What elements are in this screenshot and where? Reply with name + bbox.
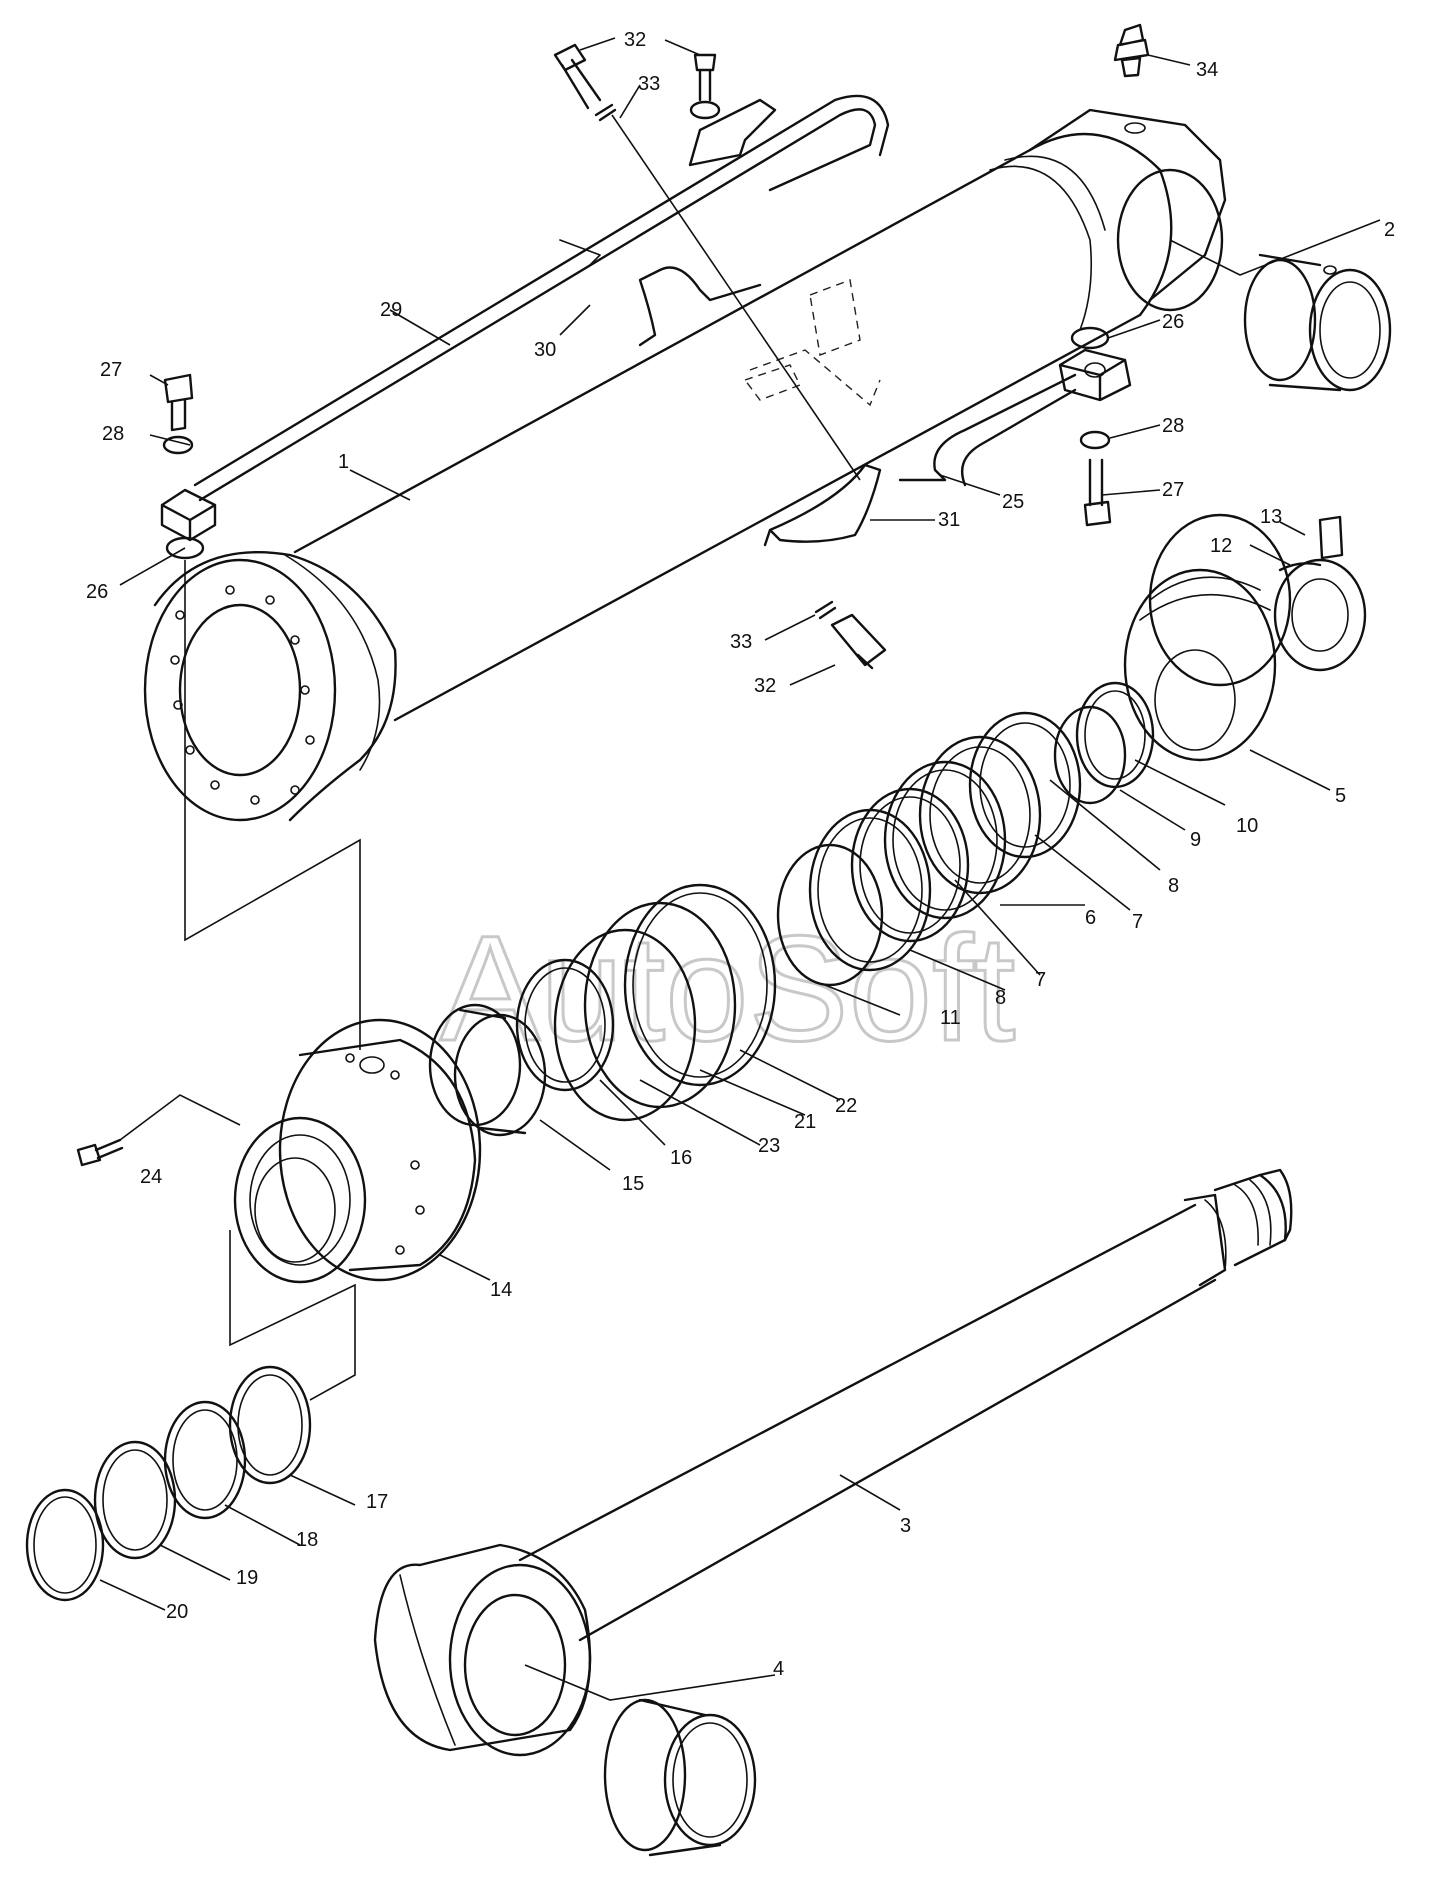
callout-9: 9 <box>1190 829 1201 851</box>
ring-17 <box>228 1365 312 1485</box>
upper-clamp <box>638 266 762 347</box>
seal-7-lower <box>850 787 970 943</box>
callout-19: 19 <box>236 1567 258 1589</box>
cap-screw-27-right <box>1083 458 1112 527</box>
ring-19 <box>93 1440 177 1560</box>
callout-24: 24 <box>140 1166 162 1188</box>
callout-11: 11 <box>940 1007 961 1029</box>
ring-23 <box>553 928 697 1122</box>
lower-pipe <box>743 279 1132 487</box>
callout-7-upper: 7 <box>1132 911 1143 933</box>
callout-8-lower: 8 <box>995 987 1006 1009</box>
o-ring-26-right <box>1070 326 1110 350</box>
assembly-connector-lines <box>119 560 361 1401</box>
seal-6 <box>883 760 1007 920</box>
callout-32-upper: 32 <box>624 29 646 51</box>
flange-bolt-holes <box>170 585 315 805</box>
callout-28-right: 28 <box>1162 415 1184 437</box>
seal-7-upper <box>918 735 1042 895</box>
ring-22 <box>623 883 777 1087</box>
washer-33-upper <box>689 100 721 120</box>
washer-28-right <box>1079 430 1111 450</box>
callout-13: 13 <box>1260 506 1282 528</box>
callout-27-right: 27 <box>1162 479 1184 501</box>
lower-clamp <box>763 463 882 547</box>
callout-30: 30 <box>534 339 556 361</box>
callout-33-lower: 33 <box>730 631 752 653</box>
cylinder-tube <box>143 108 1227 822</box>
seal-8-lower <box>808 808 932 972</box>
callout-25: 25 <box>1002 491 1024 513</box>
nut-12 <box>1273 558 1367 672</box>
callout-33-upper: 33 <box>638 73 660 95</box>
callout-16: 16 <box>670 1147 692 1169</box>
callout-5: 5 <box>1335 785 1346 807</box>
bushing-2 <box>1243 253 1392 392</box>
cap-screw-27-left <box>163 373 194 432</box>
callout-3: 3 <box>900 1515 911 1537</box>
callout-14: 14 <box>490 1279 512 1301</box>
washer-28-left <box>162 435 194 455</box>
callout-26-right: 26 <box>1162 311 1184 333</box>
callout-2: 2 <box>1384 219 1395 241</box>
callout-22: 22 <box>835 1095 857 1117</box>
callout-17: 17 <box>366 1491 388 1513</box>
callout-34: 34 <box>1196 59 1218 81</box>
o-ring-26-left <box>165 536 205 560</box>
callout-6: 6 <box>1085 907 1096 929</box>
set-screw-13 <box>1318 515 1344 560</box>
ring-18 <box>163 1400 247 1520</box>
piston-5 <box>1123 513 1292 762</box>
callout-4: 4 <box>773 1658 784 1680</box>
ring-10 <box>1075 681 1155 789</box>
callout-7-lower: 7 <box>1035 969 1046 991</box>
callout-labels: 1 2 3 4 5 6 7 7 8 8 9 10 11 12 13 14 15 … <box>86 29 1395 1680</box>
piston-rod-3 <box>518 1168 1293 1642</box>
callout-8-upper: 8 <box>1168 875 1179 897</box>
pipe-block-left <box>160 488 217 542</box>
bushing-4 <box>603 1698 757 1857</box>
callout-23: 23 <box>758 1135 780 1157</box>
callout-12: 12 <box>1210 535 1232 557</box>
callout-20: 20 <box>166 1601 188 1623</box>
callout-15: 15 <box>622 1173 644 1195</box>
callout-32-lower: 32 <box>754 675 776 697</box>
cap-screw-24 <box>76 1138 124 1167</box>
callout-10: 10 <box>1236 815 1258 837</box>
callout-1: 1 <box>338 451 349 473</box>
leader-lines <box>99 37 1381 1701</box>
pin-33-upper <box>594 103 617 122</box>
gland-14 <box>233 1018 482 1284</box>
callout-26-left: 26 <box>86 581 108 603</box>
upper-pipe <box>193 94 890 502</box>
callout-31: 31 <box>938 509 960 531</box>
pin-33-lower <box>814 600 837 620</box>
callout-21: 21 <box>794 1111 816 1133</box>
callout-18: 18 <box>296 1529 318 1551</box>
callout-27-left: 27 <box>100 359 122 381</box>
bolt-32-lower <box>830 613 887 670</box>
bolt-32-upper-left <box>553 43 602 110</box>
ring-11 <box>776 843 884 987</box>
ring-9 <box>1053 705 1127 805</box>
ring-20 <box>25 1488 105 1602</box>
callout-28-left: 28 <box>102 423 124 445</box>
rod-eye <box>373 1543 592 1757</box>
grease-nipple-34 <box>1113 23 1150 78</box>
callout-29: 29 <box>380 299 402 321</box>
bolt-32-upper-right <box>693 53 717 102</box>
bushing-15 <box>428 1003 547 1137</box>
